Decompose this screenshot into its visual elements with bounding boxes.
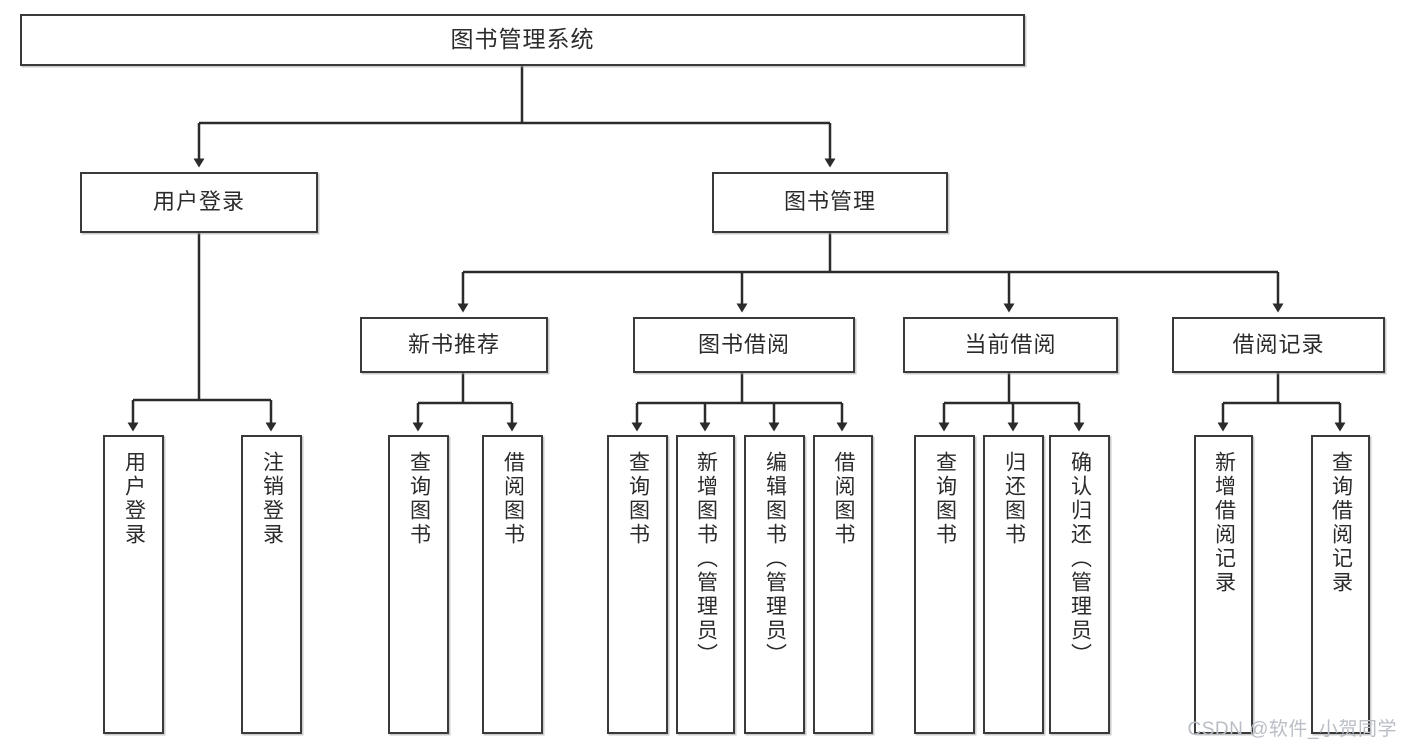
leaf-borrow-add-book[interactable]: 新增图书（管理员） bbox=[676, 435, 735, 734]
node-label: 查询借阅记录 bbox=[1329, 451, 1353, 595]
node-label: 注销登录 bbox=[260, 451, 284, 547]
leaf-borrow-borrow-book[interactable]: 借阅图书 bbox=[813, 435, 873, 734]
node-user-login[interactable]: 用户登录 bbox=[80, 172, 318, 233]
node-label: 图书管理系统 bbox=[450, 26, 595, 53]
leaf-user-login[interactable]: 用户登录 bbox=[103, 435, 164, 734]
leaf-newbook-borrow-book[interactable]: 借阅图书 bbox=[482, 435, 543, 734]
node-label: 查询图书 bbox=[626, 451, 650, 547]
node-label: 新增图书（管理员） bbox=[694, 451, 718, 667]
watermark: CSDN @软件_小贺同学 bbox=[1187, 719, 1397, 740]
node-current-borrow[interactable]: 当前借阅 bbox=[903, 317, 1118, 373]
leaf-borrow-edit-book[interactable]: 编辑图书（管理员） bbox=[744, 435, 805, 734]
node-new-book-recommend[interactable]: 新书推荐 bbox=[360, 317, 548, 373]
node-label: 确认归还（管理员） bbox=[1068, 451, 1092, 667]
node-borrow-record[interactable]: 借阅记录 bbox=[1172, 317, 1385, 373]
leaf-record-add-record[interactable]: 新增借阅记录 bbox=[1194, 435, 1253, 734]
node-label: 借阅记录 bbox=[1232, 331, 1325, 357]
node-label: 查询图书 bbox=[407, 451, 431, 547]
leaf-current-return-book[interactable]: 归还图书 bbox=[983, 435, 1044, 734]
leaf-borrow-query-book[interactable]: 查询图书 bbox=[607, 435, 668, 734]
leaf-current-query-book[interactable]: 查询图书 bbox=[914, 435, 975, 734]
node-book-management[interactable]: 图书管理 bbox=[712, 172, 948, 233]
node-label: 用户登录 bbox=[122, 451, 146, 547]
node-label: 编辑图书（管理员） bbox=[763, 451, 787, 667]
node-root[interactable]: 图书管理系统 bbox=[20, 14, 1025, 66]
leaf-current-confirm-return[interactable]: 确认归还（管理员） bbox=[1049, 435, 1110, 734]
node-label: 新书推荐 bbox=[407, 331, 500, 357]
node-label: 图书管理 bbox=[783, 189, 876, 215]
node-label: 查询图书 bbox=[933, 451, 957, 547]
node-label: 当前借阅 bbox=[964, 331, 1057, 357]
leaf-user-logout[interactable]: 注销登录 bbox=[241, 435, 302, 734]
node-label: 借阅图书 bbox=[832, 451, 856, 547]
node-label: 归还图书 bbox=[1002, 451, 1026, 547]
node-label: 借阅图书 bbox=[501, 451, 525, 547]
node-label: 新增借阅记录 bbox=[1212, 451, 1236, 595]
node-book-borrow[interactable]: 图书借阅 bbox=[633, 317, 855, 373]
node-label: 用户登录 bbox=[152, 189, 245, 215]
node-label: 图书借阅 bbox=[697, 331, 790, 357]
leaf-newbook-query-book[interactable]: 查询图书 bbox=[388, 435, 449, 734]
leaf-record-query-record[interactable]: 查询借阅记录 bbox=[1311, 435, 1370, 734]
